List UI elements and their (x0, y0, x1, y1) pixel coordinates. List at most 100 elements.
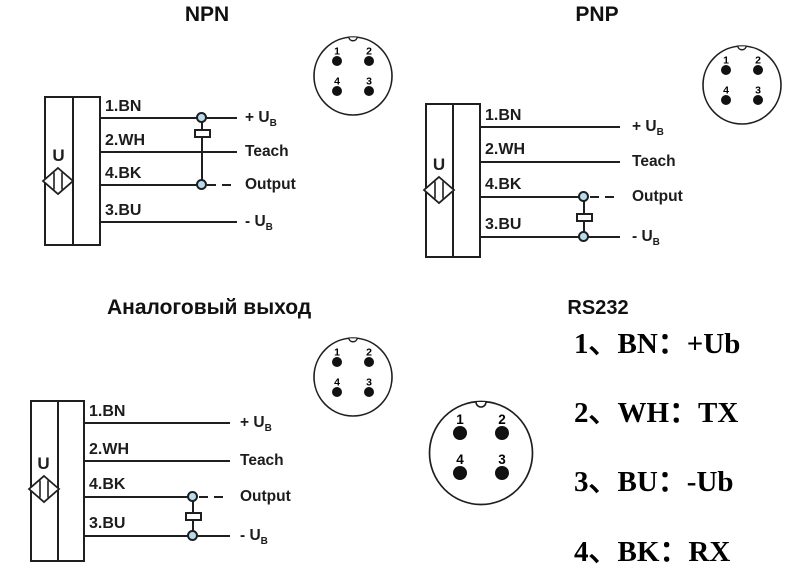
ultrasonic-transducer-icon (27, 474, 61, 504)
signal-text: - U (632, 228, 653, 245)
sensor-divider (57, 400, 59, 562)
pin-dot (364, 56, 374, 66)
signal-label: + UB (245, 108, 277, 130)
pin-dot (721, 95, 731, 105)
wire-label: 1.BN (105, 98, 142, 115)
dashed-line (590, 196, 618, 198)
signal-label: Teach (245, 142, 289, 162)
wire-line (481, 126, 620, 128)
junction-node (196, 112, 207, 123)
signal-label: - UB (245, 212, 273, 234)
keying-notch-icon (348, 37, 358, 42)
signal-label: Output (240, 487, 291, 507)
pin-number: 3 (366, 76, 372, 88)
pin-dot (364, 387, 374, 397)
signal-subscript: B (264, 423, 272, 435)
pin-number: 4 (723, 85, 729, 97)
wire-label: 2.WH (105, 132, 145, 149)
pin-number: 4 (334, 76, 340, 88)
signal-text: Output (245, 176, 296, 193)
sensor-label: U (37, 454, 50, 473)
vertical-link (201, 118, 203, 185)
wire-line (101, 221, 237, 223)
pin-number: 2 (498, 412, 506, 427)
pin-number: 2 (366, 347, 372, 359)
ultrasonic-transducer-icon (41, 166, 75, 196)
signal-subscript: B (260, 536, 268, 548)
pin-dot (332, 387, 342, 397)
signal-text: Output (240, 488, 291, 505)
resistor (185, 512, 202, 521)
wire-label: 3.BU (485, 216, 522, 233)
wire-label: 4.BK (89, 476, 126, 493)
m12-connector-icon: 1 2 4 3 (428, 400, 534, 506)
keying-notch-icon (475, 401, 487, 408)
wire-line (481, 236, 620, 238)
m12-connector-icon: 1 2 4 3 (313, 337, 393, 417)
sensor-label: U (432, 155, 446, 174)
signal-subscript: B (652, 237, 660, 249)
wire-label: 2.WH (89, 441, 129, 458)
pin-dot (453, 426, 467, 440)
sensor-label: U (52, 146, 65, 165)
pin-number: 1 (334, 347, 340, 359)
pin-number: 4 (456, 452, 464, 467)
pin-dot (753, 95, 763, 105)
pin-number: 3 (498, 452, 506, 467)
pin-dot (495, 466, 509, 480)
wire-label: 3.BU (105, 202, 142, 219)
npn-title: NPN (184, 3, 230, 26)
resistor (576, 213, 593, 222)
pin-dot (332, 86, 342, 96)
signal-label: Output (245, 175, 296, 195)
signal-text: Teach (632, 153, 676, 170)
pin-number: 4 (334, 377, 340, 389)
signal-label: - UB (240, 526, 268, 548)
signal-text: Teach (240, 452, 284, 469)
signal-label: + UB (240, 413, 272, 435)
m12-connector-icon: 1 2 4 3 (702, 45, 782, 125)
sensor-divider (72, 96, 74, 246)
junction-node (578, 191, 589, 202)
signal-subscript: B (656, 127, 664, 139)
signal-text: + U (632, 118, 657, 135)
ultrasonic-transducer-icon (422, 175, 456, 205)
pnp-title: PNP (575, 3, 619, 26)
signal-text: - U (240, 527, 261, 544)
wire-line (481, 161, 620, 163)
m12-connector-icon: 1 2 4 3 (313, 36, 393, 116)
signal-label: Output (632, 187, 683, 207)
pin-number: 3 (366, 377, 372, 389)
signal-label: - UB (632, 227, 660, 249)
wire-line (85, 535, 230, 537)
wire-label: 4.BK (485, 176, 522, 193)
pin-dot (364, 86, 374, 96)
signal-subscript: B (265, 222, 273, 234)
wire-label: 2.WH (485, 141, 525, 158)
pin-dot (495, 426, 509, 440)
sensor-divider (452, 103, 454, 258)
pin-dot (332, 56, 342, 66)
pin-dot (721, 65, 731, 75)
signal-text: Output (632, 188, 683, 205)
rs232-title: RS232 (567, 297, 629, 319)
pin-number: 2 (755, 55, 761, 67)
junction-node (196, 179, 207, 190)
pin-dot (453, 466, 467, 480)
wire-label: 4.BK (105, 165, 142, 182)
signal-text: + U (240, 414, 265, 431)
signal-text: Teach (245, 143, 289, 160)
pin-number: 1 (456, 412, 464, 427)
wire-label: 1.BN (89, 403, 126, 420)
wire-line (101, 117, 237, 119)
pin-number: 1 (723, 55, 729, 67)
signal-subscript: B (269, 118, 277, 130)
pin-number: 3 (755, 85, 761, 97)
signal-label: Teach (632, 152, 676, 172)
junction-node (578, 231, 589, 242)
dashed-line (207, 184, 235, 186)
wire-label: 3.BU (89, 515, 126, 532)
signal-text: - U (245, 213, 266, 230)
keying-notch-icon (348, 338, 358, 343)
pin-number: 1 (334, 46, 340, 58)
